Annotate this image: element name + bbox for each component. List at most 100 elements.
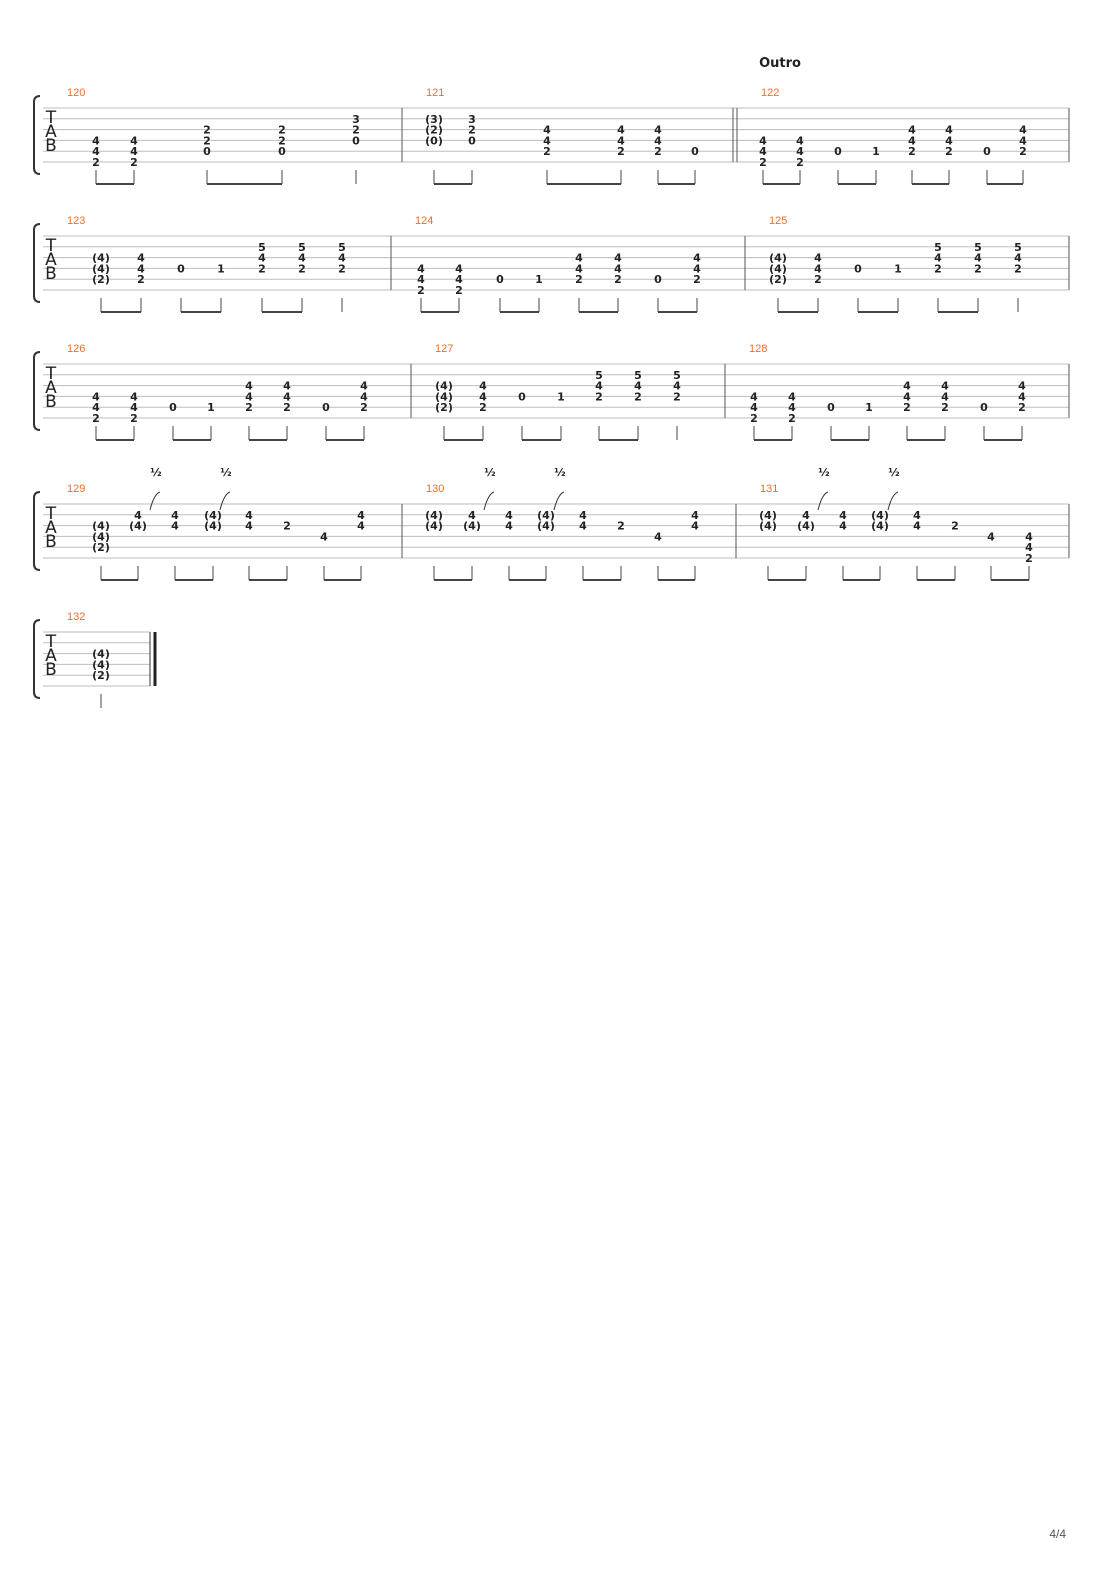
measure-number: 126 (67, 343, 85, 355)
fret-number: 2 (750, 412, 758, 425)
tab-clef-letter: A (45, 250, 57, 270)
fret-number: 4 (357, 509, 365, 522)
fret-number: (4) (425, 509, 443, 522)
fret-number: 4 (92, 390, 100, 403)
fret-number: 2 (245, 401, 253, 414)
tab-clef-letter: T (45, 108, 57, 128)
measure-number: 131 (760, 483, 778, 495)
fret-number: 4 (92, 145, 100, 158)
measure-number: 132 (67, 611, 85, 623)
fret-number: 4 (137, 252, 145, 265)
fret-number: 4 (479, 390, 487, 403)
fret-number: 4 (1019, 134, 1027, 147)
fret-number: (4) (759, 509, 777, 522)
fret-number: 4 (543, 124, 551, 137)
fret-number: 4 (505, 520, 513, 533)
fret-number: 2 (360, 401, 368, 414)
fret-number: 4 (908, 134, 916, 147)
fret-number: 4 (617, 134, 625, 147)
fret-number: (4) (92, 262, 110, 275)
fret-number: 4 (987, 530, 995, 543)
fret-number: 4 (788, 401, 796, 414)
fret-number: 4 (750, 401, 758, 414)
fret-number: 4 (360, 380, 368, 393)
tab-clef-letter: B (45, 532, 57, 552)
system-bracket (33, 95, 41, 175)
fret-number: 4 (617, 124, 625, 137)
fret-number: 4 (543, 134, 551, 147)
tab-clef-letter: T (45, 236, 57, 256)
fret-number: 4 (417, 262, 425, 275)
fret-number: 2 (951, 520, 959, 533)
fret-number: 2 (693, 273, 701, 286)
fret-number: 2 (945, 145, 953, 158)
fret-number: 0 (169, 401, 177, 414)
fret-number: 4 (908, 124, 916, 137)
fret-number: 4 (130, 145, 138, 158)
fret-number: 0 (496, 273, 504, 286)
fret-number: 5 (1014, 241, 1022, 254)
fret-number: 2 (417, 284, 425, 297)
fret-number: 4 (338, 252, 346, 265)
fret-number: 4 (455, 273, 463, 286)
fret-number: 4 (654, 530, 662, 543)
fret-number: 4 (505, 509, 513, 522)
fret-number: (2) (92, 669, 110, 682)
fret-number: 4 (691, 509, 699, 522)
fret-number: 4 (1019, 124, 1027, 137)
fret-number: 4 (1018, 380, 1026, 393)
fret-number: 4 (479, 380, 487, 393)
tab-clef-letter: B (45, 392, 57, 412)
measure-number: 122 (761, 87, 779, 99)
fret-number: (4) (92, 658, 110, 671)
fret-number: 4 (903, 390, 911, 403)
fret-number: 4 (693, 252, 701, 265)
fret-number: 5 (974, 241, 982, 254)
fret-number: (4) (129, 520, 147, 533)
fret-number: (4) (537, 520, 555, 533)
fret-number: 0 (834, 145, 842, 158)
fret-number: 0 (278, 145, 286, 158)
fret-number: 4 (137, 262, 145, 275)
fret-number: (4) (425, 520, 443, 533)
fret-number: 4 (945, 124, 953, 137)
fret-number: 2 (352, 124, 360, 137)
fret-number: 4 (92, 401, 100, 414)
fret-number: 4 (283, 380, 291, 393)
fret-number: 4 (913, 520, 921, 533)
fret-number: 4 (941, 390, 949, 403)
tab-clef-letter: B (45, 264, 57, 284)
fret-number: 4 (468, 509, 476, 522)
fret-number: 4 (673, 380, 681, 393)
fret-number: 1 (217, 262, 225, 275)
fret-number: (4) (204, 520, 222, 533)
fret-number: 4 (320, 530, 328, 543)
fret-number: 0 (322, 401, 330, 414)
fret-number: (4) (759, 520, 777, 533)
bend-arrow (149, 491, 161, 511)
fret-number: 4 (634, 380, 642, 393)
fret-number: 0 (854, 262, 862, 275)
fret-number: 1 (894, 262, 902, 275)
fret-number: 0 (980, 401, 988, 414)
fret-number: (0) (425, 134, 443, 147)
fret-number: 2 (617, 145, 625, 158)
fret-number: 2 (203, 124, 211, 137)
fret-number: 0 (654, 273, 662, 286)
fret-number: 4 (245, 509, 253, 522)
fret-number: 5 (298, 241, 306, 254)
fret-number: 4 (92, 134, 100, 147)
fret-number: (4) (92, 530, 110, 543)
measure-number: 120 (67, 87, 85, 99)
fret-number: 1 (872, 145, 880, 158)
section-label: Outro (759, 56, 801, 71)
measure-number: 127 (435, 343, 453, 355)
fret-number: 2 (1014, 262, 1022, 275)
bend-arrow (219, 491, 231, 511)
fret-number: 2 (595, 390, 603, 403)
fret-number: (4) (435, 380, 453, 393)
fret-number: 4 (814, 252, 822, 265)
fret-number: 4 (759, 145, 767, 158)
